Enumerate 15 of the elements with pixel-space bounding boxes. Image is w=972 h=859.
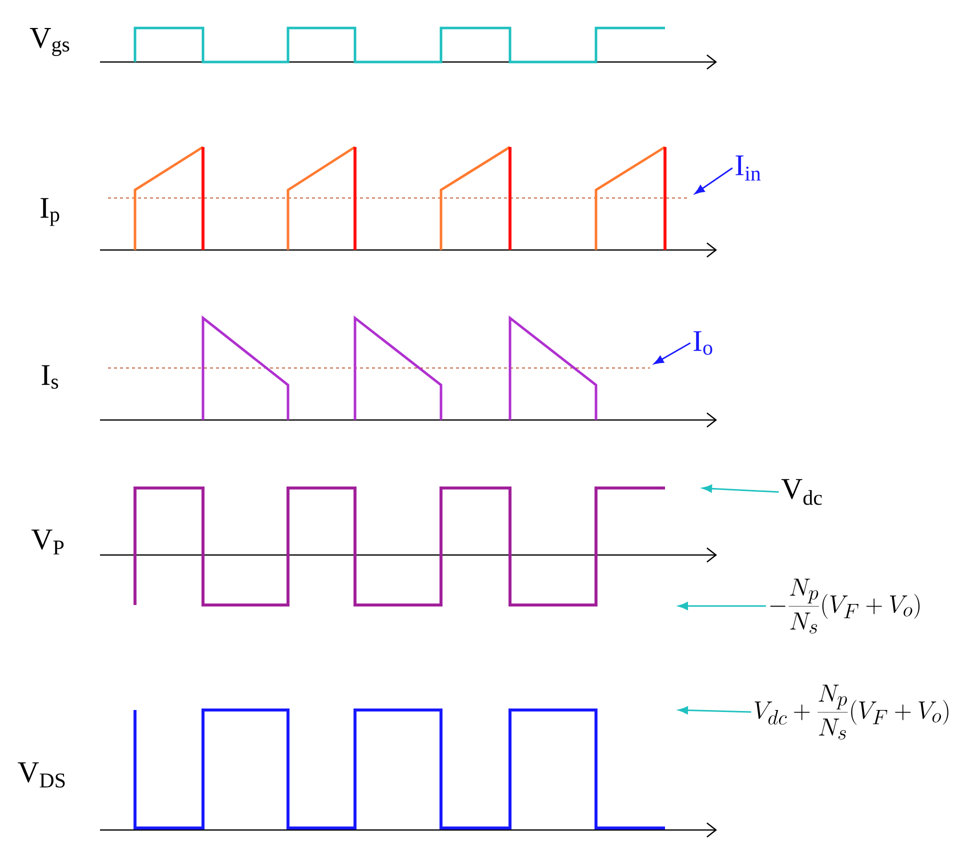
leader-arrow	[678, 602, 766, 610]
signal-level-label: $V_{dc}+\frac{N_p}{N_s}(V_F+V_o)$	[754, 684, 948, 740]
signal-level-label: V$_{dc}$	[781, 479, 822, 505]
signal-name: I$_{p}$	[40, 198, 60, 226]
signal-name: V$_{DS}$	[18, 762, 65, 788]
leader-arrow	[654, 342, 691, 364]
signal-level-label: I$_{in}$	[736, 156, 761, 180]
signal-name: V$_{P}$	[31, 530, 64, 554]
leader-arrow	[694, 167, 733, 194]
signal-level-label: I$_{o}$	[694, 331, 712, 355]
leader-arrow	[678, 706, 752, 714]
signal-name: V$_{gs}$	[30, 28, 70, 56]
leader-arrow	[702, 484, 779, 493]
signal-level-label: $-\frac{N_p}{N_s}(V_F+V_o)$	[770, 578, 920, 634]
signal-name: I$_{s}$	[42, 365, 58, 389]
